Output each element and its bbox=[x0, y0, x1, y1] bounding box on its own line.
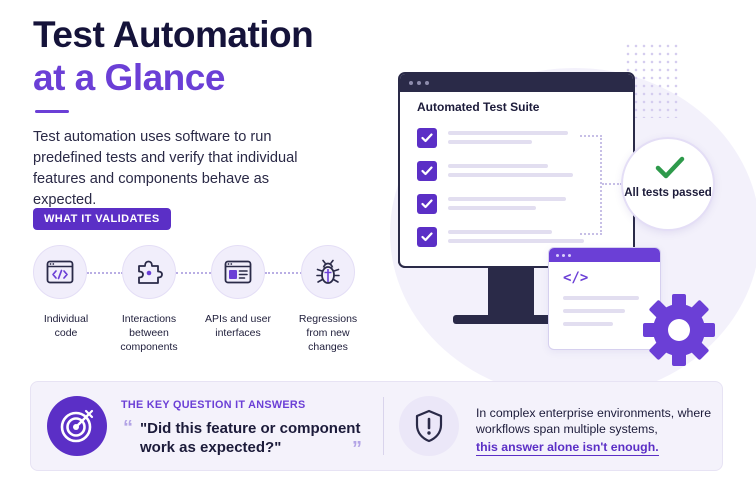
page-title-line-1: Test Automation bbox=[33, 14, 314, 55]
code-glyph: </> bbox=[563, 270, 589, 286]
test-line bbox=[448, 131, 568, 135]
monitor-stand-base bbox=[453, 315, 571, 324]
page-title-line-2: at a Glance bbox=[33, 57, 225, 98]
enterprise-emphasis: this answer alone isn't enough. bbox=[476, 440, 659, 456]
browser-window-icon bbox=[211, 245, 265, 299]
title-underline bbox=[35, 110, 69, 113]
monitor-stand-neck bbox=[488, 268, 534, 316]
key-question-text: "Did this feature or component work as e… bbox=[140, 420, 361, 456]
test-line bbox=[448, 206, 536, 210]
result-connector bbox=[580, 135, 602, 235]
code-window-title-bar bbox=[549, 248, 660, 262]
open-quote-icon: “ bbox=[123, 417, 133, 439]
checkbox-checked-icon bbox=[417, 227, 437, 247]
test-suite-title: Automated Test Suite bbox=[417, 100, 540, 114]
code-line bbox=[563, 322, 613, 326]
code-window: </> bbox=[548, 247, 661, 350]
result-connector bbox=[602, 183, 622, 185]
test-line bbox=[448, 239, 584, 243]
close-quote-icon: ” bbox=[352, 438, 362, 460]
shield-alert-icon bbox=[399, 396, 459, 456]
puzzle-piece-icon bbox=[122, 245, 176, 299]
validates-connector bbox=[176, 272, 211, 274]
target-icon bbox=[47, 396, 107, 456]
test-line bbox=[448, 173, 573, 177]
panel-divider bbox=[383, 397, 384, 455]
checkbox-checked-icon bbox=[417, 194, 437, 214]
code-line bbox=[563, 296, 639, 300]
validates-connector bbox=[265, 272, 302, 274]
key-question-label: THE KEY QUESTION IT ANSWERS bbox=[121, 399, 306, 411]
checkbox-checked-icon bbox=[417, 128, 437, 148]
validates-connector bbox=[87, 272, 123, 274]
bug-icon bbox=[301, 245, 355, 299]
all-tests-passed-label: All tests passed bbox=[624, 187, 712, 199]
enterprise-text: In complex enterprise environments, wher… bbox=[476, 406, 712, 436]
test-line bbox=[448, 230, 552, 234]
test-line bbox=[448, 197, 566, 201]
intro-text: Test automation uses software to run pre… bbox=[33, 129, 298, 208]
validates-label-apis: APIs and user interfaces bbox=[205, 313, 271, 339]
validates-badge: WHAT IT VALIDATES bbox=[33, 208, 171, 230]
key-question-panel bbox=[30, 381, 723, 471]
test-line bbox=[448, 164, 548, 168]
code-line bbox=[563, 309, 625, 313]
gear-icon bbox=[643, 294, 715, 366]
test-suite-monitor: Automated Test Suite bbox=[398, 72, 635, 268]
validates-label-components: Interactions between components bbox=[120, 313, 178, 353]
checkbox-checked-icon bbox=[417, 161, 437, 181]
monitor-title-bar bbox=[400, 74, 633, 92]
validates-label-regressions: Regressions from new changes bbox=[298, 313, 358, 353]
code-window-icon bbox=[33, 245, 87, 299]
checkmark-icon bbox=[655, 156, 685, 179]
test-line bbox=[448, 140, 532, 144]
validates-label-code: Individual code bbox=[43, 313, 89, 339]
all-tests-passed-badge: All tests passed bbox=[621, 137, 715, 231]
